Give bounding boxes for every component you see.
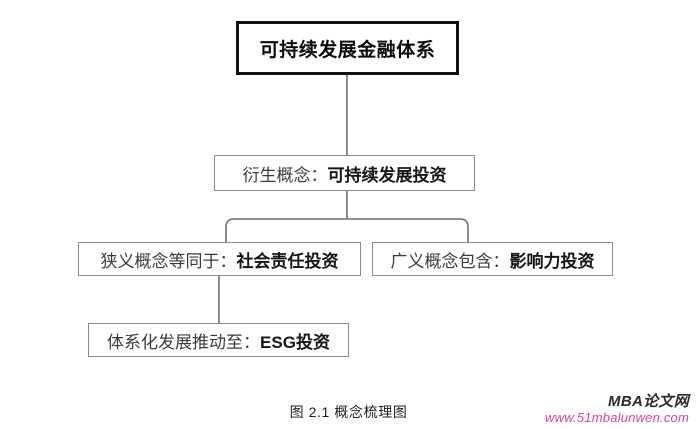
node-root-emphasis: 可持续发展金融体系: [259, 39, 436, 61]
node-broad-emphasis: 影响力投资: [509, 251, 595, 271]
node-esg-emphasis: ESG投资: [260, 332, 330, 352]
node-narrow-concept: 狭义概念等同于： 社会责任投资: [78, 242, 361, 276]
node-sustainable-finance-system: 可持续发展金融体系: [236, 21, 459, 75]
node-narrow-emphasis: 社会责任投资: [236, 251, 339, 271]
node-esg-prefix: 体系化发展推动至：: [107, 332, 261, 352]
edge-derived-to-branches: [225, 191, 469, 242]
node-esg-investment: 体系化发展推动至： ESG投资: [88, 323, 349, 357]
node-broad-concept: 广义概念包含： 影响力投资: [372, 242, 613, 276]
node-derived-concept: 衍生概念： 可持续发展投资: [214, 155, 475, 191]
node-narrow-prefix: 狭义概念等同于：: [100, 251, 237, 271]
node-broad-prefix: 广义概念包含：: [390, 251, 510, 271]
node-derived-prefix: 衍生概念：: [242, 165, 328, 185]
node-derived-emphasis: 可持续发展投资: [327, 165, 447, 185]
figure-caption: 图 2.1 概念梳理图: [289, 404, 408, 420]
watermark-url: www.51mbalunwen.com: [545, 409, 689, 425]
watermark: MBA论文网 www.51mbalunwen.com: [545, 393, 689, 425]
watermark-brand: MBA论文网: [608, 393, 689, 410]
